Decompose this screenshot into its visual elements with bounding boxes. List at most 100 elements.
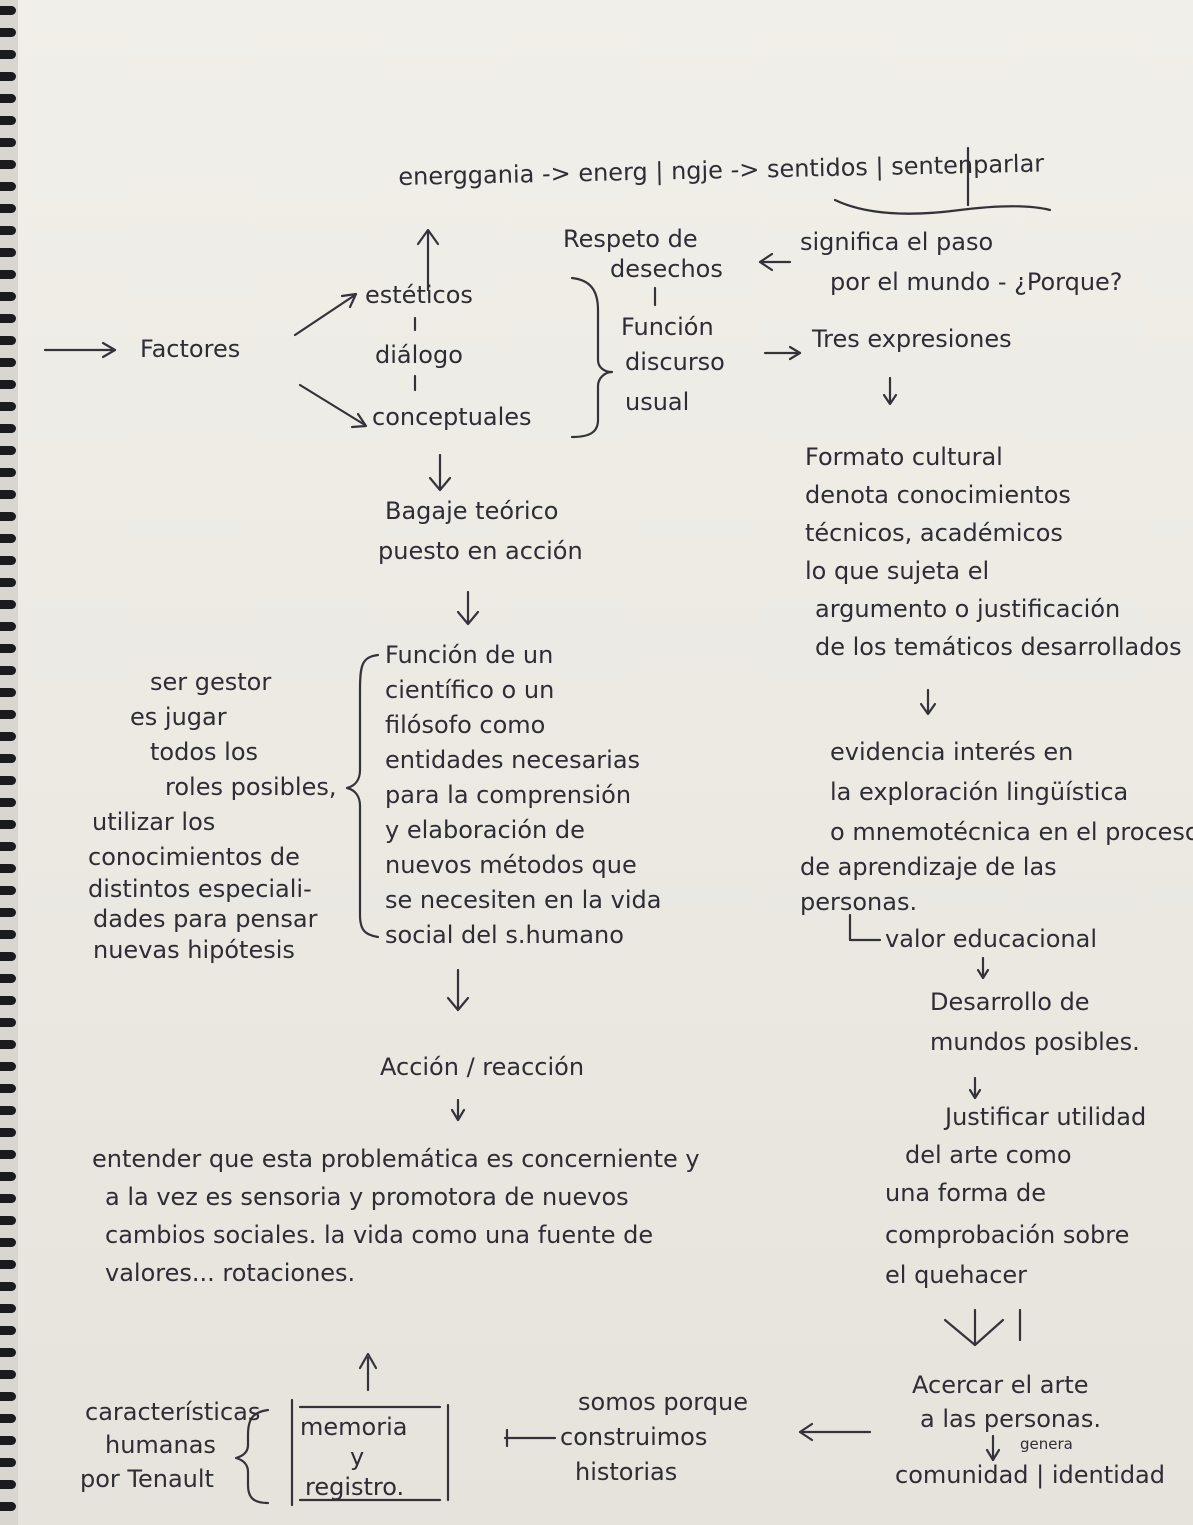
binding-ring: [0, 1304, 16, 1313]
binding-ring: [0, 28, 16, 37]
human-2: humanas: [105, 1431, 216, 1459]
binding-ring: [0, 1370, 16, 1379]
binding-ring: [0, 1084, 16, 1093]
binding-ring: [0, 160, 16, 169]
cultural-1: Formato cultural: [805, 443, 1003, 471]
justify-1: Justificar utilidad: [945, 1103, 1147, 1131]
manager-4: roles posibles,: [165, 773, 337, 801]
cultural-2: denota conocimientos: [805, 481, 1071, 509]
function-block-5: usual: [625, 388, 690, 416]
binding-ring: [0, 6, 16, 15]
binding-ring: [0, 1414, 16, 1423]
binding-ring: [0, 996, 16, 1005]
scientist-8: se necesiten en la vida: [385, 886, 662, 914]
binding-ring: [0, 578, 16, 587]
evidence-2: la exploración lingüística: [830, 778, 1129, 806]
understand-3: cambios sociales. la vida como una fuent…: [105, 1221, 654, 1249]
binding-ring: [0, 292, 16, 301]
spiral-binding: [0, 0, 18, 1525]
binding-ring: [0, 1018, 16, 1027]
scientist-3: filósofo como: [385, 711, 546, 739]
significance-2: por el mundo - ¿Porque?: [830, 268, 1123, 296]
manager-1: ser gestor: [150, 668, 272, 696]
cultural-3: técnicos, académicos: [805, 519, 1063, 547]
binding-ring: [0, 1502, 16, 1511]
binding-ring: [0, 314, 16, 323]
binding-ring: [0, 248, 16, 257]
scientist-6: y elaboración de: [385, 816, 585, 844]
understand-2: a la vez es sensoria y promotora de nuev…: [105, 1183, 629, 1211]
worlds-2: mundos posibles.: [930, 1028, 1140, 1056]
binding-ring: [0, 1238, 16, 1247]
binding-ring: [0, 534, 16, 543]
stories-2: construimos: [560, 1423, 708, 1451]
justify-4: comprobación sobre: [885, 1221, 1130, 1249]
function-block-1: Respeto de: [563, 225, 698, 253]
binding-ring: [0, 226, 16, 235]
human-3: por Tenault: [80, 1465, 214, 1493]
approach-1: Acercar el arte: [912, 1371, 1089, 1399]
memory-1: memoria: [300, 1413, 408, 1441]
binding-ring: [0, 490, 16, 499]
evidence-4: de aprendizaje de las: [800, 853, 1057, 881]
binding-ring: [0, 622, 16, 631]
function-block-4: discurso: [625, 348, 725, 376]
binding-ring: [0, 380, 16, 389]
function-block-2: desechos: [610, 255, 723, 283]
stories-3: historias: [575, 1458, 678, 1486]
manager-7: distintos especiali-: [88, 875, 312, 903]
manager-2: es jugar: [130, 703, 227, 731]
binding-ring: [0, 446, 16, 455]
justify-5: el quehacer: [885, 1261, 1028, 1289]
action-reaction: Acción / reacción: [380, 1053, 585, 1081]
binding-ring: [0, 94, 16, 103]
function-block-3: Función: [621, 313, 714, 341]
scientist-4: entidades necesarias: [385, 746, 641, 774]
binding-ring: [0, 666, 16, 675]
worlds-1: Desarrollo de: [930, 988, 1090, 1016]
binding-ring: [0, 952, 16, 961]
factors-label: Factores: [140, 335, 241, 363]
justify-3: una forma de: [885, 1179, 1047, 1207]
binding-ring: [0, 512, 16, 521]
binding-ring: [0, 644, 16, 653]
binding-ring: [0, 468, 16, 477]
binding-ring: [0, 1216, 16, 1225]
binding-ring: [0, 688, 16, 697]
cultural-5: argumento o justificación: [815, 595, 1121, 623]
binding-ring: [0, 1348, 16, 1357]
memory-2: y: [350, 1443, 365, 1471]
binding-ring: [0, 1128, 16, 1137]
binding-ring: [0, 424, 16, 433]
stories-1: somos porque: [578, 1388, 748, 1416]
binding-ring: [0, 1326, 16, 1335]
manager-5: utilizar los: [92, 808, 216, 836]
binding-ring: [0, 842, 16, 851]
binding-ring: [0, 886, 16, 895]
understand-4: valores... rotaciones.: [105, 1259, 356, 1287]
baggage-1: Bagaje teórico: [385, 497, 559, 525]
community-identity: comunidad | identidad: [895, 1461, 1165, 1489]
three-expressions: Tres expresiones: [812, 325, 1012, 353]
manager-9: nuevas hipótesis: [93, 936, 295, 964]
binding-ring: [0, 776, 16, 785]
manager-3: todos los: [150, 738, 258, 766]
evidence-5: personas.: [800, 888, 918, 916]
binding-ring: [0, 930, 16, 939]
cultural-4: lo que sujeta el: [805, 557, 990, 585]
human-1: características: [85, 1398, 261, 1426]
binding-ring: [0, 732, 16, 741]
justify-2: del arte como: [905, 1141, 1072, 1169]
scientist-9: social del s.humano: [385, 921, 624, 949]
binding-ring: [0, 908, 16, 917]
binding-ring: [0, 1106, 16, 1115]
approach-small: genera: [1020, 1435, 1073, 1453]
manager-6: conocimientos de: [88, 843, 300, 871]
baggage-2: puesto en acción: [378, 537, 583, 565]
binding-ring: [0, 1040, 16, 1049]
binding-ring: [0, 204, 16, 213]
binding-ring: [0, 1194, 16, 1203]
scientist-1: Función de un: [385, 641, 554, 669]
educational-value: valor educacional: [885, 925, 1098, 953]
